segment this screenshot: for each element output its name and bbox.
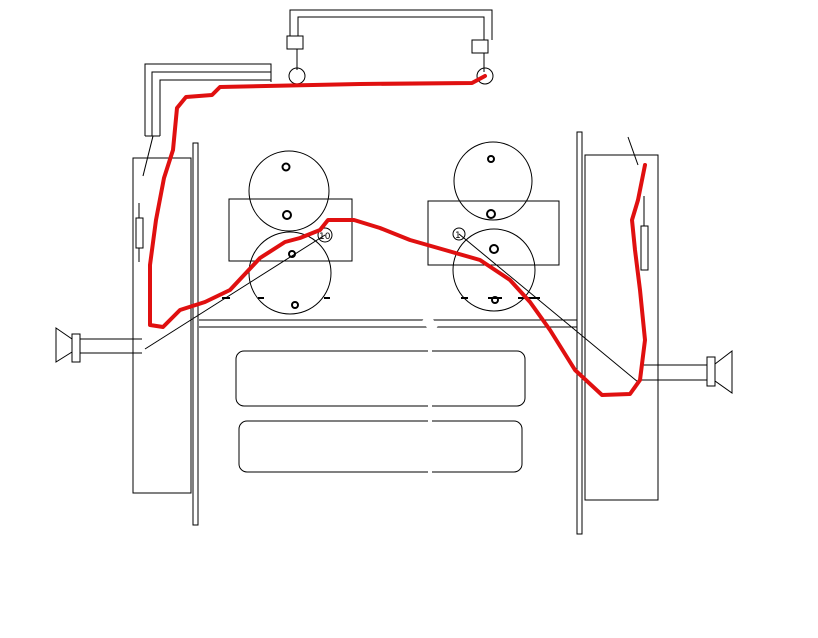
right-lead-wire bbox=[458, 233, 639, 383]
left-lead-wire bbox=[144, 234, 326, 350]
left-lower-drum bbox=[248, 231, 332, 315]
right-speaker bbox=[640, 349, 733, 394]
left-cable-bundle bbox=[142, 63, 272, 177]
left-speaker bbox=[55, 327, 142, 363]
left-rail bbox=[192, 142, 199, 526]
right-lower-drum bbox=[452, 228, 536, 312]
red-cable-route bbox=[148, 74, 647, 397]
right-side-panel bbox=[584, 136, 659, 501]
right-terminal-label: 1 bbox=[455, 231, 461, 241]
right-fuse bbox=[640, 225, 649, 271]
left-terminal-label: 10 bbox=[319, 232, 331, 242]
left-side-panel bbox=[132, 157, 192, 494]
right-upper-drum bbox=[453, 141, 533, 221]
right-speaker-cone bbox=[714, 349, 733, 394]
left-drum-assembly: 10 bbox=[144, 150, 353, 350]
bridge-clamp-right bbox=[471, 39, 489, 54]
left-upper-drum bbox=[248, 150, 330, 232]
top-bridge bbox=[286, 9, 494, 85]
left-fuse bbox=[135, 217, 144, 249]
left-terminal bbox=[317, 227, 333, 243]
left-speaker-cone bbox=[55, 327, 73, 363]
bridge-pivot-left bbox=[288, 67, 306, 85]
right-drum-assembly: 1 bbox=[427, 141, 639, 383]
bridge-clamp-left bbox=[286, 35, 304, 50]
lower-box-bottom bbox=[238, 420, 523, 473]
right-terminal bbox=[452, 227, 466, 241]
bridge-pivot-right bbox=[476, 67, 494, 85]
center-bar bbox=[199, 314, 577, 333]
right-rail bbox=[576, 131, 583, 535]
lower-box-top bbox=[235, 350, 526, 407]
